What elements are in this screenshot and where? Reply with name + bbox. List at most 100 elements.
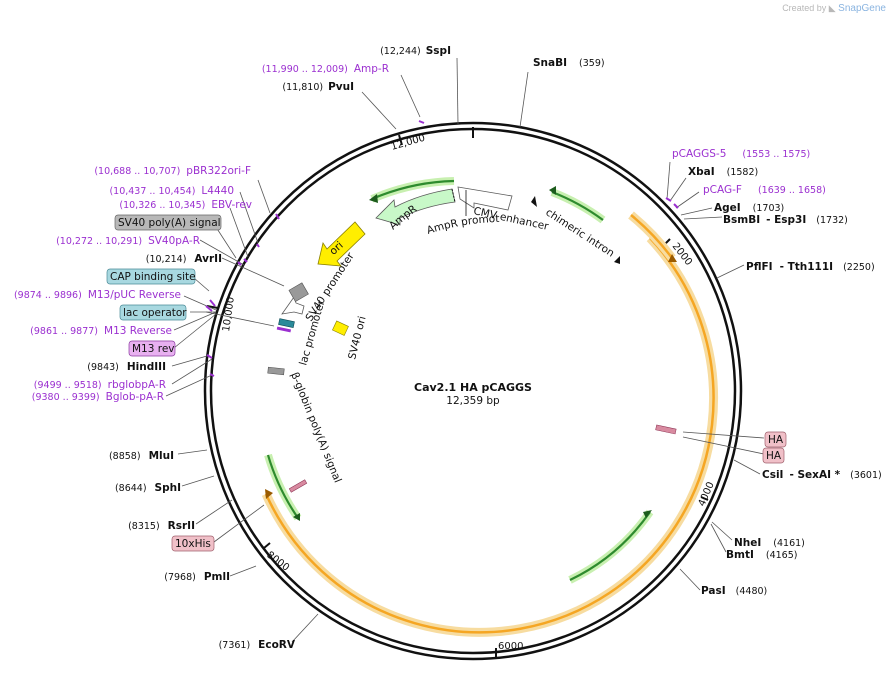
primer-m13-reverse-name: M13 Reverse bbox=[104, 325, 172, 337]
orf-arrow-2 bbox=[630, 214, 674, 259]
primer-ebv-rev-name: EBV-rev bbox=[211, 199, 252, 211]
site-pvui-name: PvuI bbox=[328, 81, 354, 93]
ori-arrow bbox=[317, 221, 366, 267]
site-ecorv[interactable]: (7361)EcoRV bbox=[219, 639, 296, 651]
site-agei[interactable]: AgeI(1703) bbox=[714, 202, 784, 214]
boxed-feature-ha-2[interactable]: HA bbox=[762, 447, 785, 464]
site-pvui[interactable]: (11,810) PvuI bbox=[282, 81, 354, 93]
chimeric-intron-label: chimeric intron bbox=[543, 206, 616, 259]
site-avrii-name: AvrII bbox=[194, 253, 222, 265]
primer-sv40pa-r[interactable]: (10,272 .. 10,291)SV40pA-R bbox=[56, 235, 200, 247]
boxed-feature-m13-rev[interactable]: M13 rev bbox=[128, 340, 176, 357]
site-csii-pos: (3601) bbox=[850, 470, 882, 481]
boxed-feature-cap-binding-site[interactable]: CAP binding site bbox=[106, 268, 196, 285]
site-mlui[interactable]: (8858) MluI bbox=[109, 450, 174, 462]
primer-bglob-pa-r-pos: (9380 .. 9399) bbox=[32, 392, 100, 403]
primer-pcaggs-5-pos: (1553 .. 1575) bbox=[742, 149, 810, 160]
site-csii[interactable]: CsiI - SexAI * (3601) bbox=[762, 469, 882, 481]
orf-arrow bbox=[264, 237, 715, 634]
site-sphi-pos: (8644) bbox=[115, 483, 147, 494]
primer-ebv-rev-pos: (10,326 .. 10,345) bbox=[119, 200, 205, 211]
site-agei-name: AgeI bbox=[714, 202, 741, 214]
primer-m13-reverse-pos: (9861 .. 9877) bbox=[30, 326, 98, 337]
primer-amp-r-pos: (11,990 .. 12,009) bbox=[262, 64, 348, 75]
sv40-promoter-arrow bbox=[281, 296, 305, 315]
boxed-feature-ha-1[interactable]: HA bbox=[764, 431, 787, 448]
site-bsmbi-alias: - Esp3I bbox=[766, 214, 806, 226]
site-pasi-pos: (4480) bbox=[736, 586, 768, 597]
primer-sv40pa-r-name: SV40pA-R bbox=[148, 235, 200, 247]
site-bsmbi[interactable]: BsmBI- Esp3I(1732) bbox=[723, 214, 848, 226]
primer-m13-puc-reverse-name: M13/pUC Reverse bbox=[88, 289, 181, 301]
sv40-polya-signal-block bbox=[288, 282, 309, 302]
site-sspi-pos: (12,244) bbox=[380, 46, 421, 57]
site-xbai-pos: (1582) bbox=[727, 167, 759, 178]
boxed-feature-lac-operator[interactable]: lac operator bbox=[119, 304, 187, 321]
site-mlui-name: MluI bbox=[149, 450, 174, 462]
site-pflfi[interactable]: PflFI- Tth111I(2250) bbox=[746, 261, 875, 273]
cmv-enhancer-arrow bbox=[371, 179, 455, 201]
boxed-feature-m13-rev-label: M13 rev bbox=[132, 343, 175, 355]
site-bsmbi-pos: (1732) bbox=[816, 215, 848, 226]
primer-amp-r-name: Amp-R bbox=[354, 63, 389, 75]
site-csii-name: CsiI bbox=[762, 469, 783, 481]
site-bmti-pos: (4165) bbox=[766, 550, 798, 561]
site-mlui-pos: (8858) bbox=[109, 451, 141, 462]
primer-m13-puc-reverse-pos: (9874 .. 9896) bbox=[14, 290, 82, 301]
green-feature-bottom-head bbox=[643, 510, 652, 518]
site-pmli-name: PmlI bbox=[204, 571, 230, 583]
site-pasi-name: PasI bbox=[701, 585, 726, 597]
site-snabi-pos: (359) bbox=[579, 58, 605, 69]
primer-m13-puc-reverse[interactable]: (9874 .. 9896) M13/pUC Reverse bbox=[14, 289, 181, 301]
site-nhei[interactable]: NheI(4161) bbox=[734, 537, 805, 549]
site-hindiii-pos: (9843) bbox=[87, 362, 119, 373]
site-snabi-name: SnaBI bbox=[533, 57, 567, 69]
leader-lines bbox=[165, 57, 765, 643]
primer-pcag-f[interactable]: pCAG-F(1639 .. 1658) bbox=[703, 184, 826, 196]
orf-arrowhead bbox=[265, 489, 273, 499]
primer-amp-r[interactable]: (11,990 .. 12,009) Amp-R bbox=[262, 63, 389, 75]
beta-globin-polya-label: β-globin poly(A) signal bbox=[288, 371, 343, 485]
boxed-feature-cap-label: CAP binding site bbox=[110, 271, 196, 283]
boxed-feature-10xhis-label: 10xHis bbox=[175, 538, 211, 550]
site-pmli[interactable]: (7968) PmlI bbox=[164, 571, 230, 583]
primer-ebv-rev[interactable]: (10,326 .. 10,345) EBV-rev bbox=[119, 199, 252, 211]
site-snabi[interactable]: SnaBI (359) bbox=[533, 57, 605, 69]
green-feature-left bbox=[266, 454, 299, 519]
site-pflfi-name: PflFI bbox=[746, 261, 773, 273]
site-bmti[interactable]: BmtI(4165) bbox=[726, 549, 797, 561]
boxed-feature-sv40-polya[interactable]: SV40 poly(A) signal bbox=[114, 214, 222, 231]
site-pvui-pos: (11,810) bbox=[282, 82, 323, 93]
site-sphi-name: SphI bbox=[155, 482, 181, 494]
boxed-feature-10xhis[interactable]: 10xHis bbox=[171, 535, 215, 552]
primer-pbr322ori-f-pos: (10,688 .. 10,707) bbox=[94, 166, 180, 177]
site-xbai[interactable]: XbaI(1582) bbox=[688, 166, 758, 178]
primer-pcaggs-5[interactable]: pCAGGS-5(1553 .. 1575) bbox=[672, 148, 810, 160]
primer-l4440-name: L4440 bbox=[201, 185, 234, 197]
sv40-ori-label: SV40 ori bbox=[346, 315, 368, 361]
primer-pcag-f-pos: (1639 .. 1658) bbox=[758, 185, 826, 196]
primer-rbglobpa-r[interactable]: (9499 .. 9518)rbglobpA-R bbox=[34, 379, 166, 391]
site-hindiii-name: HindIII bbox=[127, 361, 166, 373]
primer-m13-reverse[interactable]: (9861 .. 9877) M13 Reverse bbox=[30, 325, 172, 337]
site-pmli-pos: (7968) bbox=[164, 572, 196, 583]
site-sphi[interactable]: (8644) SphI bbox=[115, 482, 181, 494]
credit-brand: SnapGene bbox=[838, 3, 886, 14]
site-rsrii[interactable]: (8315)RsrII bbox=[128, 520, 195, 532]
site-sspi[interactable]: (12,244)SspI bbox=[380, 45, 451, 57]
primer-pbr322ori-f[interactable]: (10,688 .. 10,707)pBR322ori-F bbox=[94, 165, 251, 177]
ha-tag-block bbox=[655, 424, 677, 435]
boxed-feature-lac-operator-label: lac operator bbox=[123, 307, 187, 319]
primer-bglob-pa-r[interactable]: (9380 .. 9399)Bglob-pA-R bbox=[32, 391, 164, 403]
site-hindiii[interactable]: (9843) HindIII bbox=[87, 361, 166, 373]
ampr-promoter-arrow bbox=[457, 186, 513, 211]
site-csii-alias: - SexAI * bbox=[789, 469, 840, 481]
primer-l4440[interactable]: (10,437 .. 10,454)L4440 bbox=[109, 185, 234, 197]
site-avrii-pos: (10,214) bbox=[146, 254, 187, 265]
ampr-arrow bbox=[375, 188, 456, 226]
ampr-hatch bbox=[451, 188, 456, 203]
site-pasi[interactable]: PasI (4480) bbox=[701, 585, 767, 597]
site-pflfi-alias: - Tth111I bbox=[780, 261, 834, 273]
site-avrii[interactable]: (10,214) AvrII bbox=[146, 253, 222, 265]
